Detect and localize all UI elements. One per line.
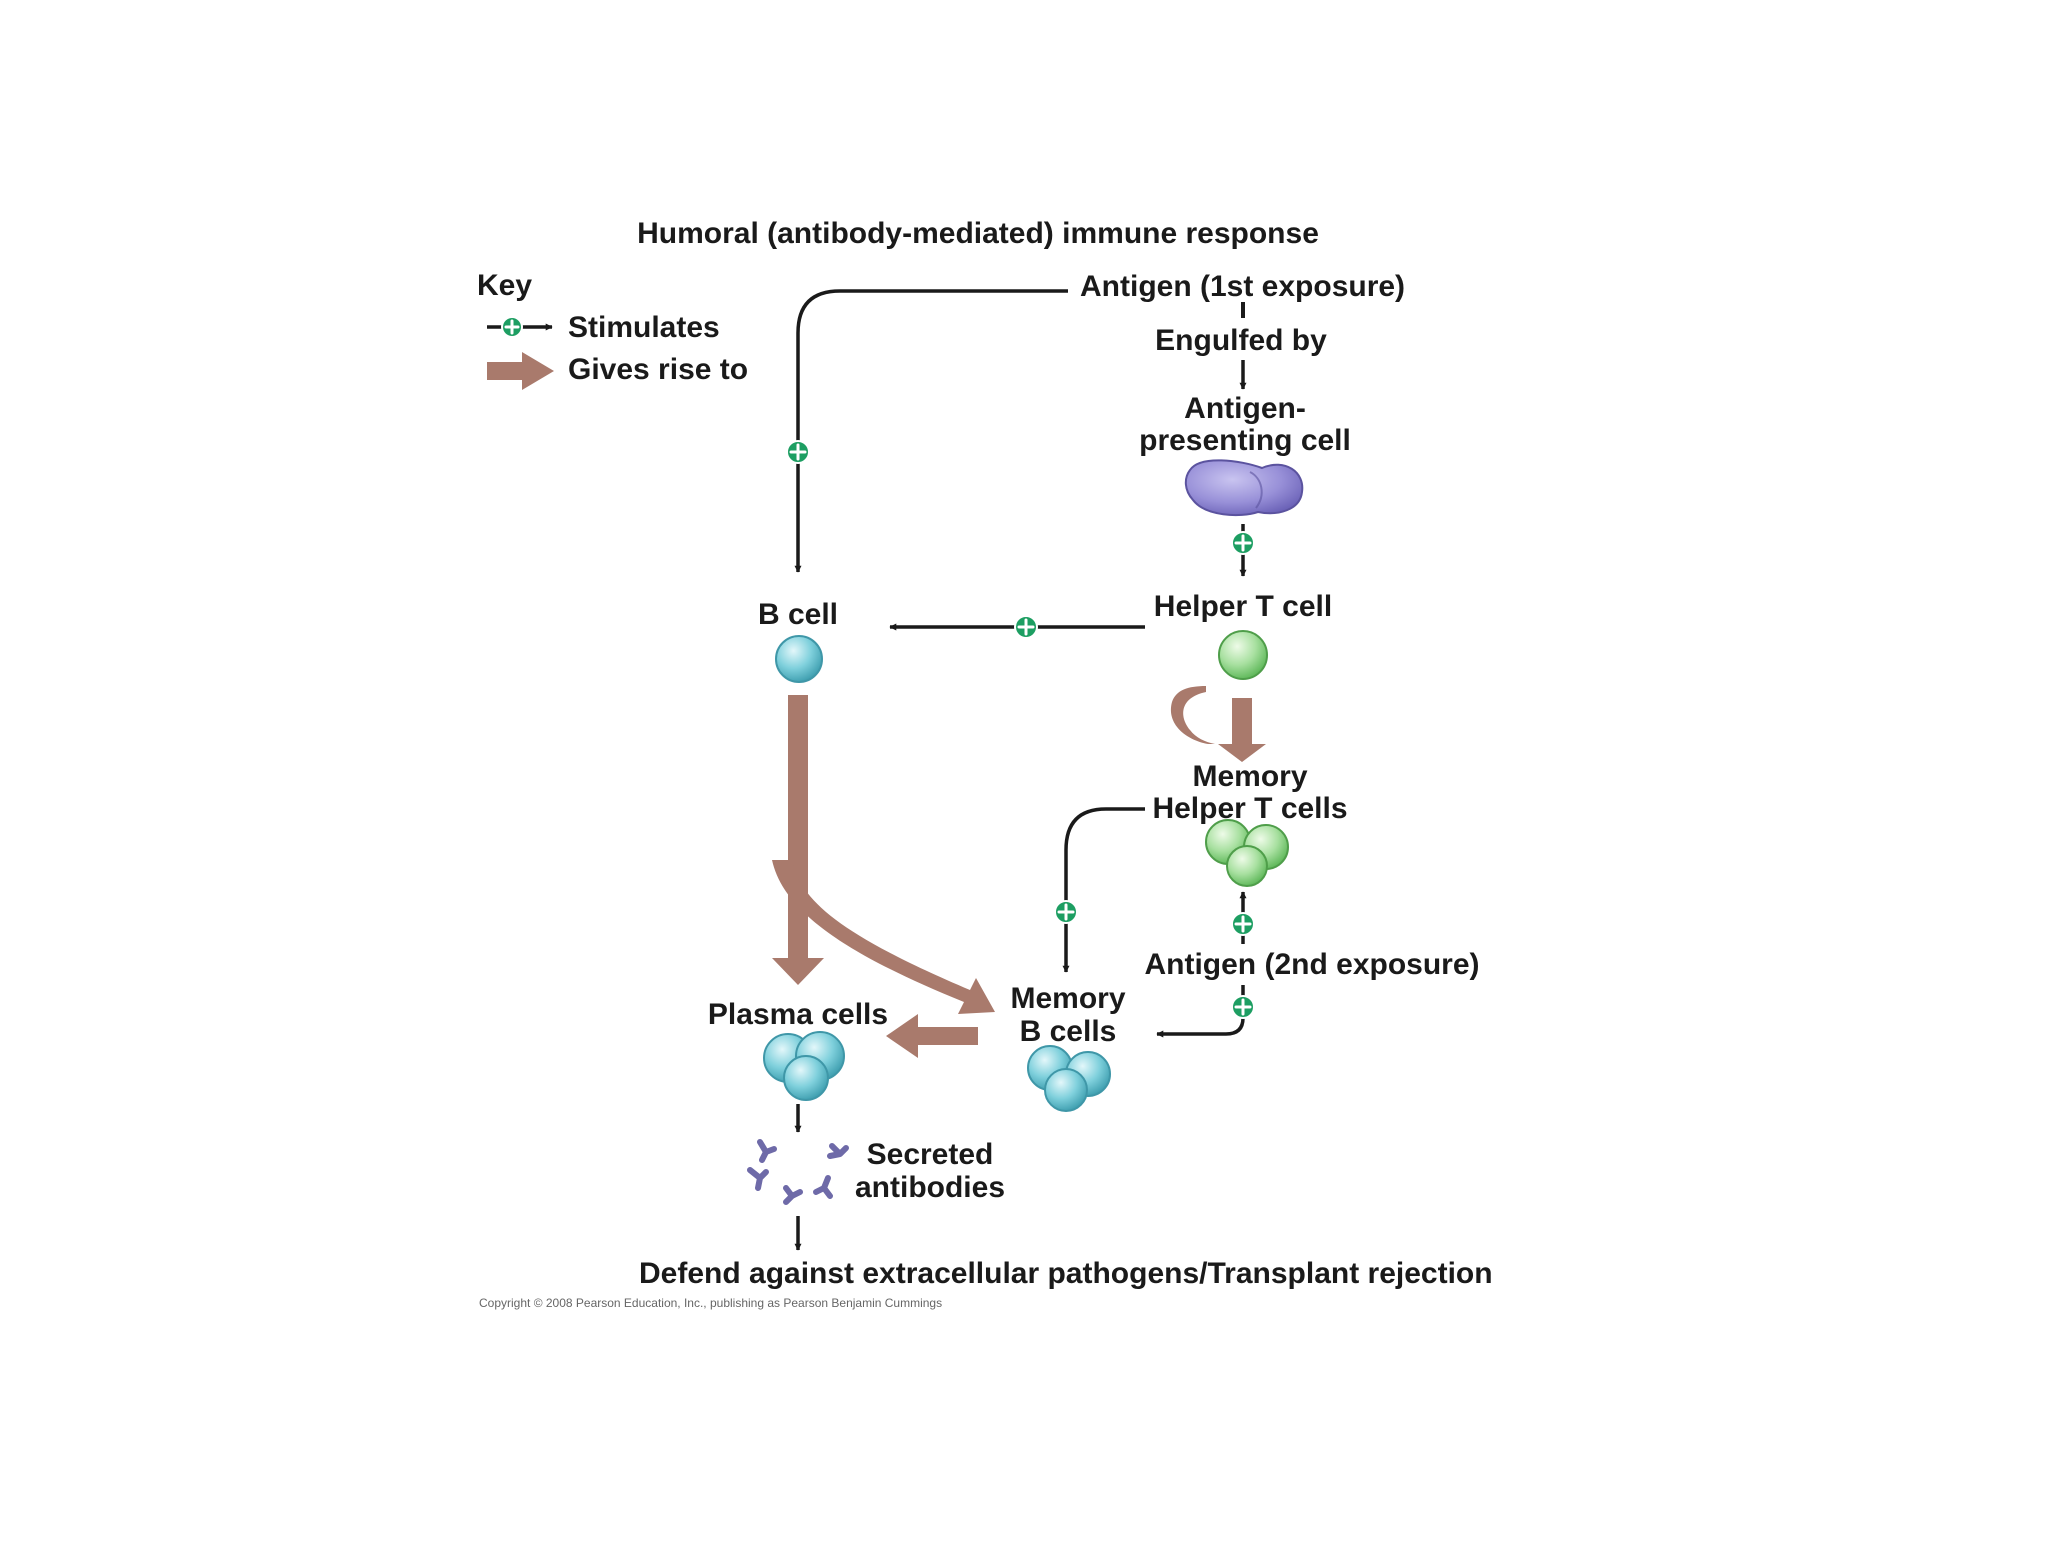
engulfed-by-label: Engulfed by — [1155, 324, 1327, 357]
key-heading: Key — [477, 269, 532, 302]
memory-helper-to-memory-b-arrow — [1062, 807, 1145, 973]
antigen-1st-exposure-label: Antigen (1st exposure) — [1080, 270, 1405, 303]
stimulate-plus-icon — [1231, 912, 1255, 936]
b-cell-gives-rise-arrows — [772, 695, 995, 1014]
key-gives-rise-arrow — [487, 352, 554, 390]
b-cell-icon — [775, 635, 823, 683]
apc-label-line1: Antigen- — [1184, 392, 1306, 425]
memory-helper-t-label-line2: Helper T cells — [1152, 792, 1347, 825]
diagram-title: Humoral (antibody-mediated) immune respo… — [637, 217, 1319, 250]
key-gives-rise-label: Gives rise to — [568, 353, 748, 386]
stimulate-plus-icon — [1231, 531, 1255, 555]
memory-b-cells-icon — [1027, 1045, 1111, 1112]
antigen-2nd-to-memory-b-arrow — [1156, 985, 1245, 1038]
key-plus-icon — [501, 316, 523, 338]
stimulate-plus-icon — [1054, 900, 1078, 924]
antibodies-label-line2: antibodies — [855, 1171, 1005, 1204]
key-stimulates-symbol — [487, 316, 553, 338]
antigen-presenting-cell-icon — [1184, 459, 1304, 517]
memory-helper-t-cells-icon — [1205, 819, 1289, 887]
memory-helper-t-label-line1: Memory — [1192, 760, 1307, 793]
antibodies-label-line1: Secreted — [867, 1138, 994, 1171]
memory-b-to-plasma-gives-rise-arrow — [886, 1014, 978, 1058]
helper-t-cell-icon — [1218, 630, 1268, 680]
stimulate-plus-icon — [786, 440, 810, 464]
stimulate-plus-icon — [1014, 615, 1038, 639]
antigen-2nd-exposure-label: Antigen (2nd exposure) — [1144, 948, 1479, 981]
b-cell-label: B cell — [758, 598, 838, 631]
antigen-to-b-cell-arrow — [794, 289, 1068, 573]
plasma-cells-icon — [763, 1031, 845, 1101]
stimulate-plus-icon — [1231, 995, 1255, 1019]
apc-label-line2: presenting cell — [1139, 424, 1351, 457]
outcome-label: Defend against extracellular pathogens/T… — [639, 1257, 1493, 1290]
copyright-text: Copyright © 2008 Pearson Education, Inc.… — [479, 1296, 942, 1310]
key-stimulates-label: Stimulates — [568, 311, 720, 344]
plasma-cells-label: Plasma cells — [708, 998, 888, 1031]
memory-b-label-line1: Memory — [1010, 982, 1125, 1015]
helper-t-to-memory-gives-rise-arrow — [1170, 686, 1266, 762]
memory-b-label-line2: B cells — [1020, 1015, 1117, 1048]
antibody-icons — [747, 1139, 849, 1205]
helper-t-cell-label: Helper T cell — [1154, 590, 1332, 623]
